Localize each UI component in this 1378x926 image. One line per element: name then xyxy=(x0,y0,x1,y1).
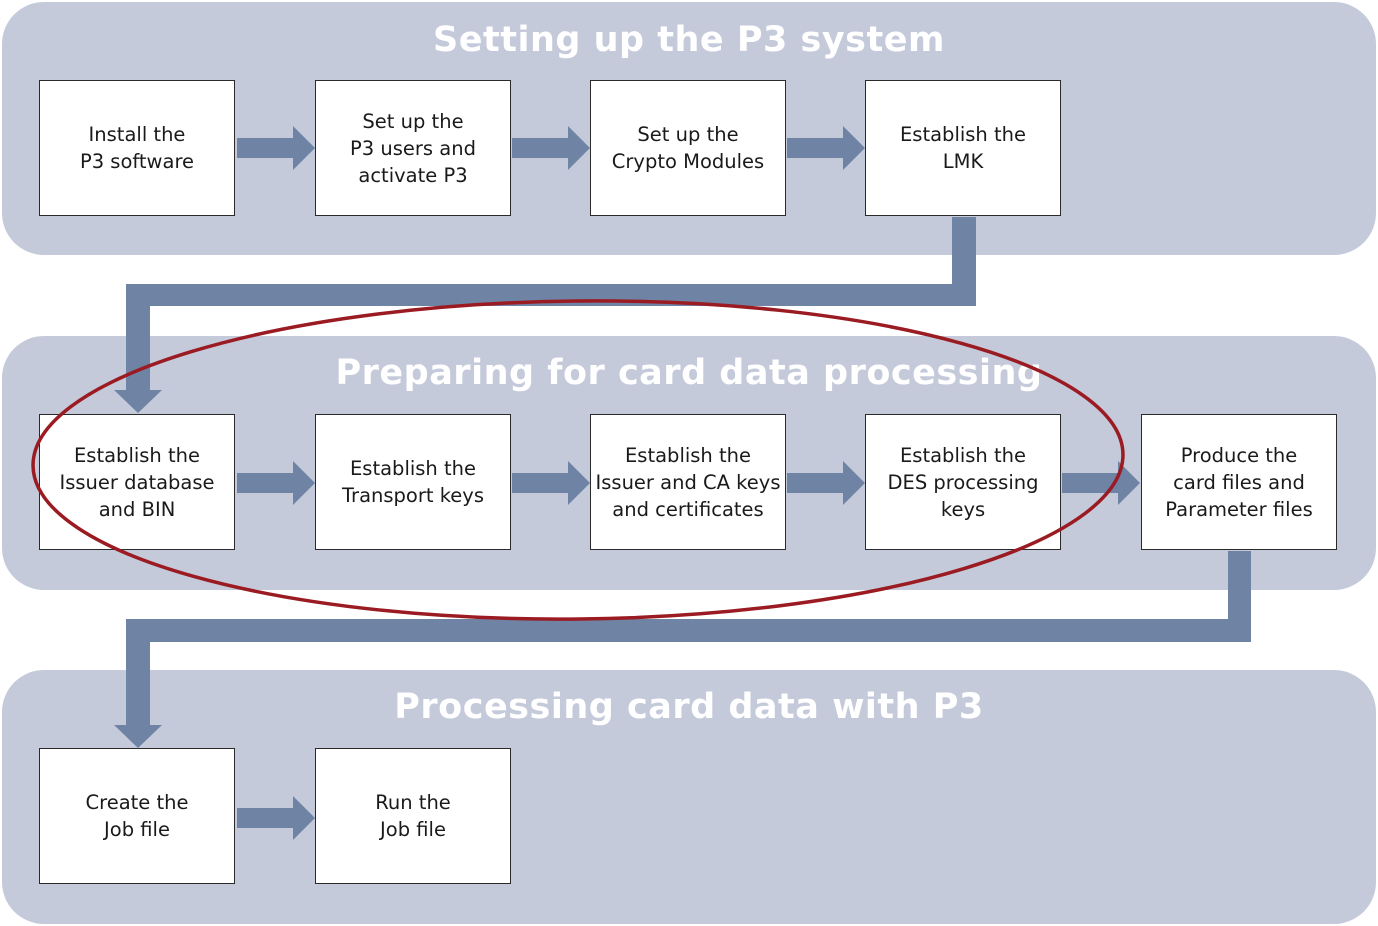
arrow-crypto-to-lmk xyxy=(787,126,865,170)
step-create-job-file: Create the Job file xyxy=(39,748,235,884)
arrow-install-to-users xyxy=(237,126,315,170)
step-establish-lmk: Establish the LMK xyxy=(865,80,1061,216)
arrow-issuer-ca-to-des xyxy=(787,461,865,505)
arrow-create-to-run xyxy=(237,796,315,840)
arrow-issuer-db-to-transport xyxy=(237,461,315,505)
step-issuer-ca-keys: Establish the Issuer and CA keys and cer… xyxy=(590,414,786,550)
step-install-software: Install the P3 software xyxy=(39,80,235,216)
section-title-processing: Processing card data with P3 xyxy=(394,687,984,727)
step-produce-card-files: Produce the card files and Parameter fil… xyxy=(1141,414,1337,550)
arrow-des-to-produce xyxy=(1062,461,1140,505)
step-setup-crypto-modules: Set up the Crypto Modules xyxy=(590,80,786,216)
step-run-job-file: Run the Job file xyxy=(315,748,511,884)
arrow-produce-to-create-job xyxy=(114,551,1251,748)
step-transport-keys: Establish the Transport keys xyxy=(315,414,511,550)
step-issuer-database: Establish the Issuer database and BIN xyxy=(39,414,235,550)
step-des-keys: Establish the DES processing keys xyxy=(865,414,1061,550)
section-title-setup: Setting up the P3 system xyxy=(433,20,945,60)
arrow-transport-to-issuer-ca xyxy=(512,461,590,505)
arrow-users-to-crypto xyxy=(512,126,590,170)
step-setup-users: Set up the P3 users and activate P3 xyxy=(315,80,511,216)
arrow-lmk-to-issuer-db xyxy=(114,217,976,413)
